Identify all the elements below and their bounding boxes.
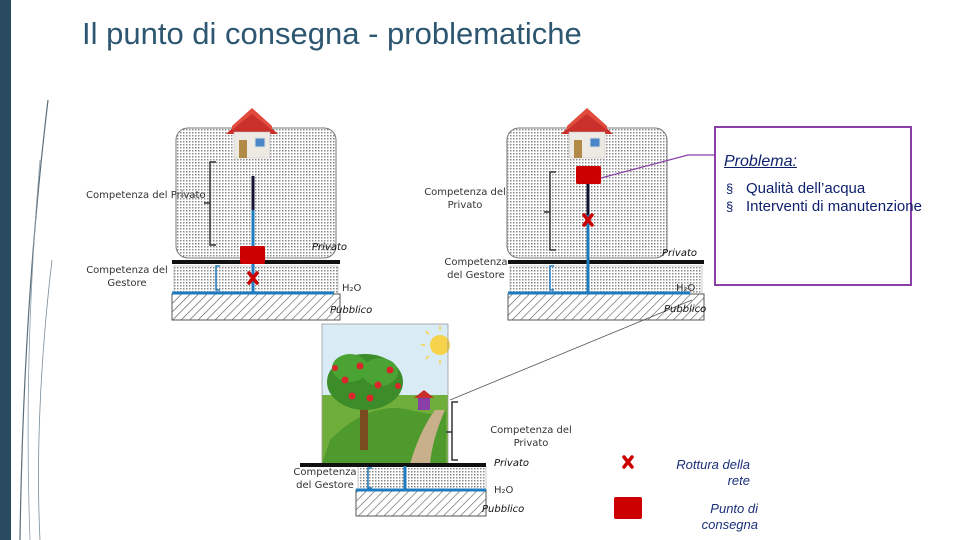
bottom-label-private: Competenza del Privato xyxy=(490,425,572,449)
problem-item: Qualità dell’acqua xyxy=(726,180,926,198)
left-label-operator: Competenza del Gestore xyxy=(86,265,168,289)
legend-break-icon xyxy=(622,455,634,469)
bottom-tag-public: Pubblico xyxy=(482,504,525,515)
diagram-right xyxy=(506,107,714,321)
bottom-label-operator: Competenza del Gestore xyxy=(293,467,357,491)
decorative-curves xyxy=(19,99,53,540)
left-tag-private: Privato xyxy=(312,242,348,253)
left-tag-water: H₂O xyxy=(342,283,362,294)
problem-list: Qualità dell’acqua Interventi di manuten… xyxy=(726,180,926,216)
legend-break-label: Rottura della rete xyxy=(676,457,750,488)
left-tag-public: Pubblico xyxy=(330,305,373,316)
delivery-point-right xyxy=(576,166,601,184)
slide-title: Il punto di consegna - problematiche xyxy=(82,16,582,51)
diagram-left xyxy=(171,107,341,321)
diagram-bottom xyxy=(300,323,487,517)
problem-item: Interventi di manutenzione xyxy=(726,198,926,216)
right-tag-private: Privato xyxy=(662,248,698,259)
left-label-private: Competenza del Privato xyxy=(86,190,206,201)
delivery-point-left xyxy=(240,246,265,264)
legend-delivery-label: Punto di consegna xyxy=(701,501,758,532)
right-label-operator: Competenza del Gestore xyxy=(444,257,508,281)
slide-side-bar xyxy=(0,0,11,540)
legend-delivery-icon xyxy=(614,497,642,519)
connector-line xyxy=(449,299,693,401)
right-tag-water: H₂O xyxy=(676,283,696,294)
right-label-private: Competenza del Privato xyxy=(424,187,506,211)
problem-title: Problema: xyxy=(724,153,797,170)
bottom-tag-water: H₂O xyxy=(494,485,514,496)
bottom-tag-private: Privato xyxy=(494,458,530,469)
right-tag-public: Pubblico xyxy=(664,304,707,315)
